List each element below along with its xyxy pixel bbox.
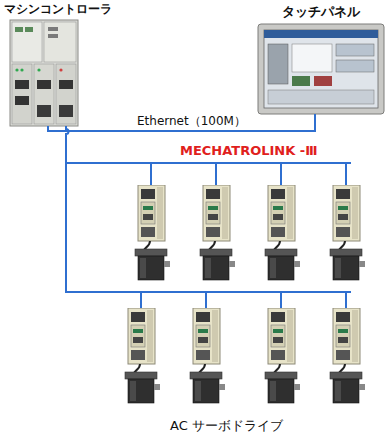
- device-caption: AC サーボドライブ: [168, 418, 285, 434]
- servo-drive: [125, 308, 160, 403]
- mechatrolink-bus: [66, 126, 351, 308]
- controller-illustration: [10, 20, 78, 126]
- servo-drive: [330, 185, 365, 280]
- servo-drive: [135, 185, 170, 280]
- node-heading: タッチパネル: [258, 4, 384, 19]
- bus-label: MECHATROLINK -Ⅲ: [178, 143, 320, 159]
- touch-panel-illustration: [258, 24, 384, 114]
- node-heading: マシンコントローラ: [4, 2, 112, 17]
- servo-drive: [265, 185, 300, 280]
- servo-drive: [330, 308, 365, 403]
- servo-drive: [200, 185, 235, 280]
- servo-drive: [265, 308, 300, 403]
- servo-drive: [190, 308, 225, 403]
- ethernet-line: [48, 114, 315, 131]
- touch-panel-node: タッチパネル: [258, 4, 384, 114]
- controller-node: マシンコントローラ: [4, 2, 112, 126]
- edge-label: Ethernet（100M）: [134, 114, 249, 129]
